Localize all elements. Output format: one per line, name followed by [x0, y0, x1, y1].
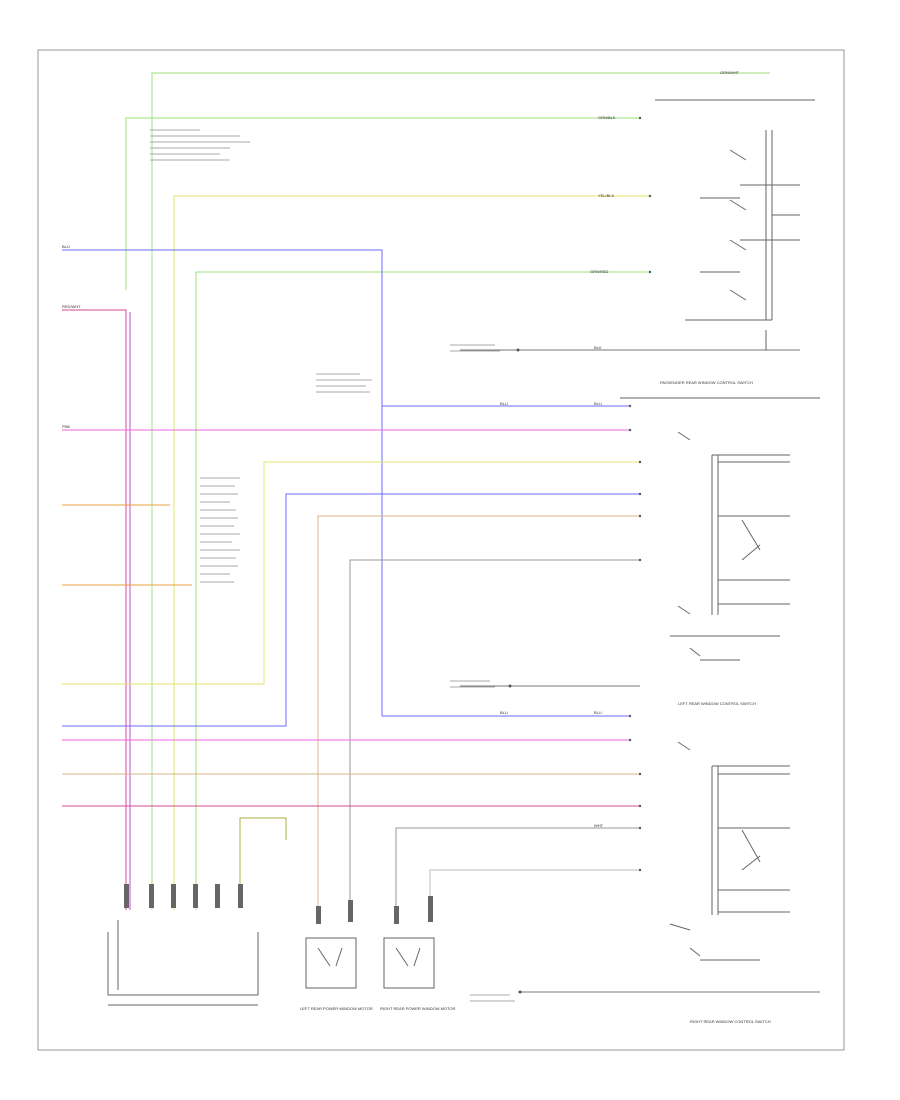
left-rear-window-switch [670, 431, 790, 661]
wire-labels: GRN/WHT GRN/BLK YEL/BLK BLU GRN/RED RED/… [62, 70, 740, 828]
label-blu-5: BLU [594, 710, 602, 715]
label-left-rear-motor: LEFT REAR POWER WINDOW MOTOR [300, 1006, 373, 1011]
annotation-blocks [150, 129, 515, 1002]
driver-power-window-switch [107, 920, 259, 1006]
label-blu-4: BLU [500, 710, 508, 715]
label-left-rear-switch: LEFT REAR WINDOW CONTROL SWITCH [678, 701, 756, 706]
diagram-frame [37, 49, 845, 1051]
left-rear-motor [305, 937, 357, 989]
wire-gray [349, 559, 640, 910]
label-blu-3: BLU [594, 401, 602, 406]
right-rear-window-switch [669, 741, 790, 961]
label-pnk: PNK [62, 424, 71, 429]
right-rear-motor [383, 937, 435, 989]
label-right-rear-motor: RIGHT REAR POWER WINDOW MOTOR [380, 1006, 456, 1011]
wire-yellow-long [173, 195, 650, 910]
wire-blue-long [62, 249, 630, 717]
label-red-wht: RED/WHT [62, 304, 81, 309]
label-blu-2: BLU [500, 401, 508, 406]
passenger-rear-window-switch [620, 99, 820, 399]
label-blk: BLK [594, 345, 602, 350]
wire-green-mid [195, 271, 650, 910]
wire-green-top [151, 72, 770, 910]
wire-olive [239, 817, 287, 900]
label-grn-blk: GRN/BLK [598, 115, 616, 120]
label-wht: WHT [594, 823, 604, 828]
wire-gray-2 [395, 827, 640, 910]
driver-switch-connectors [124, 884, 433, 924]
connector-dots [508, 116, 652, 994]
wire-red-left [62, 309, 127, 910]
label-yel-blk: YEL/BLK [598, 193, 615, 198]
label-grn-red: GRN/RED [590, 269, 609, 274]
wire-gray-3 [429, 869, 640, 910]
wire-tan [317, 515, 640, 910]
wire-blue-2 [62, 493, 640, 727]
label-passenger-switch: PASSENGER REAR WINDOW CONTROL SWITCH [660, 380, 753, 385]
wire-group [62, 72, 820, 993]
label-blu: BLU [62, 244, 70, 249]
wire-green-2 [125, 117, 640, 290]
label-right-rear-switch: RIGHT REAR WINDOW CONTROL SWITCH [690, 1019, 771, 1024]
label-grn-wht: GRN/WHT [720, 70, 740, 75]
wire-yellow-2 [62, 461, 640, 685]
